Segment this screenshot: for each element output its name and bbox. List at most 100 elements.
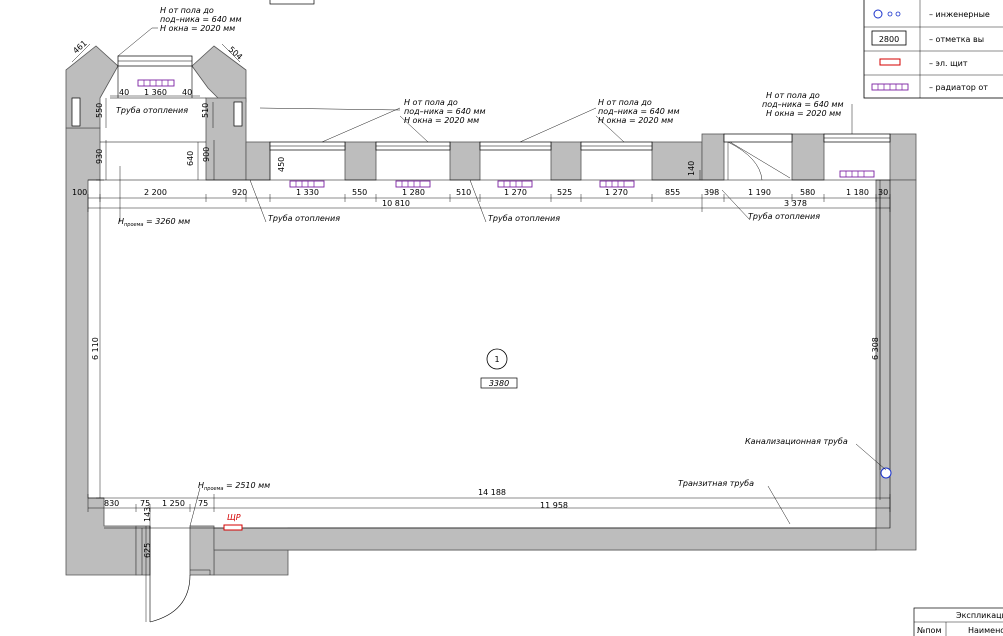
wall-bottom-door-jamb <box>189 525 215 576</box>
radiator-bay <box>137 79 175 87</box>
note-pipe-transit: Транзитная труба <box>678 479 754 488</box>
dim-left-900: 900 <box>202 147 211 162</box>
table-col-number: №пом <box>917 626 941 635</box>
dim-bay-diag-left: 461 <box>71 39 88 56</box>
legend-item-elevation: – отметка вы <box>929 35 984 44</box>
balcony-door <box>723 133 793 143</box>
radiator-4 <box>599 180 635 188</box>
dimension-lines <box>71 43 891 575</box>
note-window-bay-line2: под–ника = 640 мм <box>160 15 242 24</box>
legend-item-panel: – эл. щит <box>929 59 968 68</box>
note-window-4-line3: H окна = 2020 мм <box>766 109 841 118</box>
table-title: Экспликаци <box>956 611 1003 620</box>
radiator-1 <box>289 180 325 188</box>
dim-bay-1360: 1 360 <box>144 88 167 97</box>
legend-item-radiator: – радиатор от <box>929 83 988 92</box>
dim-left-640: 640 <box>186 151 195 166</box>
dim-seg-1280: 1 280 <box>402 188 425 197</box>
wall-top-7 <box>791 133 825 181</box>
dim-seg-1270b: 1 270 <box>605 188 628 197</box>
dim-left-930: 930 <box>95 149 104 164</box>
dim-seg-1190: 1 190 <box>748 188 771 197</box>
note-pipe-sewer: Канализационная труба <box>745 437 848 446</box>
note-pipe-heating-bay: Труба отопления <box>116 106 188 115</box>
dimension-labels: 461 504 40 1 360 40 550 510 930 640 900 … <box>71 39 888 558</box>
window-bay-right-side <box>233 101 243 127</box>
dim-bot-11958: 11 958 <box>540 501 568 510</box>
dim-bot-75b: 75 <box>198 499 208 508</box>
dim-bot-75a: 75 <box>140 499 150 508</box>
wall-top-8 <box>889 133 917 181</box>
dim-seg-855: 855 <box>665 188 680 197</box>
legend-panel-icon <box>879 58 901 66</box>
dim-bot-830: 830 <box>104 499 119 508</box>
dim-bay-40b: 40 <box>182 88 192 97</box>
dim-seg-30: 30 <box>878 188 888 197</box>
legend-radiator-icon <box>871 83 909 91</box>
dim-side-6110: 6 110 <box>91 337 100 360</box>
dim-bay-550: 550 <box>95 103 104 118</box>
table-col-name: Наимено <box>968 626 1003 635</box>
dim-seg-1330: 1 330 <box>296 188 319 197</box>
dim-seg-100: 100 <box>72 188 87 197</box>
dim-total-3378: 3 378 <box>784 199 807 208</box>
note-window-4-line1: H от пола до <box>766 91 820 100</box>
room-number-circle <box>486 348 508 370</box>
note-window-2-line2: под–ника = 640 мм <box>404 107 486 116</box>
electrical-panel-icon <box>223 524 243 531</box>
room-elevation-box <box>480 377 518 389</box>
dim-seg-550: 550 <box>352 188 367 197</box>
room-elevation: 3380 <box>489 379 509 388</box>
wall-top-2 <box>344 141 377 181</box>
dim-seg-140: 140 <box>687 161 696 176</box>
note-window-bay-line1: H от пола до <box>160 6 214 15</box>
radiator-3 <box>497 180 533 188</box>
note-window-2-line1: H от пола до <box>404 98 458 107</box>
radiator-5 <box>839 170 875 178</box>
note-window-bay-line3: H окна = 2020 мм <box>160 24 235 33</box>
wall-top-3 <box>449 141 481 181</box>
wall-top-6 <box>701 133 725 181</box>
dim-bot-143: 143 <box>143 507 152 522</box>
legend: 2800 – инженерные – отметка вы – эл. щит… <box>863 0 1003 99</box>
sewer-pipe-icon <box>880 467 892 479</box>
note-window-3-line2: под–ника = 640 мм <box>598 107 680 116</box>
entrance-door <box>145 526 211 623</box>
room-outline <box>88 179 891 529</box>
radiators <box>137 79 875 188</box>
radiator-2 <box>395 180 431 188</box>
wall-top-4 <box>550 141 582 181</box>
legend-engineering-icon <box>873 9 901 19</box>
dim-seg-1180: 1 180 <box>846 188 869 197</box>
dim-seg-920: 920 <box>232 188 247 197</box>
dim-seg-580: 580 <box>800 188 815 197</box>
dim-seg-450: 450 <box>277 157 286 172</box>
dim-seg-398: 398 <box>704 188 719 197</box>
note-h-opening-bottom: Hпроема = 2510 мм <box>198 481 270 492</box>
legend-elevation-box <box>871 30 907 46</box>
legend-elevation-value: 2800 <box>879 35 899 44</box>
wall-right <box>213 179 917 576</box>
wall-bottom-main <box>213 527 877 551</box>
window-bay-left-side <box>71 97 81 127</box>
room-number: 1 <box>494 355 499 364</box>
dim-seg-525: 525 <box>557 188 572 197</box>
electrical-panel-label: ЩР <box>227 513 241 522</box>
note-pipe-heating-2: Труба отопления <box>488 214 560 223</box>
leaders <box>117 27 887 527</box>
dim-total-10810: 10 810 <box>382 199 410 208</box>
dim-seg-510: 510 <box>456 188 471 197</box>
dim-bot-14188: 14 188 <box>478 488 506 497</box>
note-pipe-heating-1: Труба отопления <box>268 214 340 223</box>
note-pipe-heating-3: Труба отопления <box>748 212 820 221</box>
note-h-opening-top: Hпроема = 3260 мм <box>118 217 190 228</box>
dim-bot-1250: 1 250 <box>162 499 185 508</box>
top-partial-block <box>269 0 315 5</box>
dim-bay-40a: 40 <box>119 88 129 97</box>
dim-bay-510: 510 <box>201 103 210 118</box>
legend-item-engineering: – инженерные <box>929 10 990 19</box>
note-window-3-line1: H от пола до <box>598 98 652 107</box>
dim-side-6308: 6 308 <box>871 337 880 360</box>
note-window-3-line3: H окна = 2020 мм <box>598 116 673 125</box>
